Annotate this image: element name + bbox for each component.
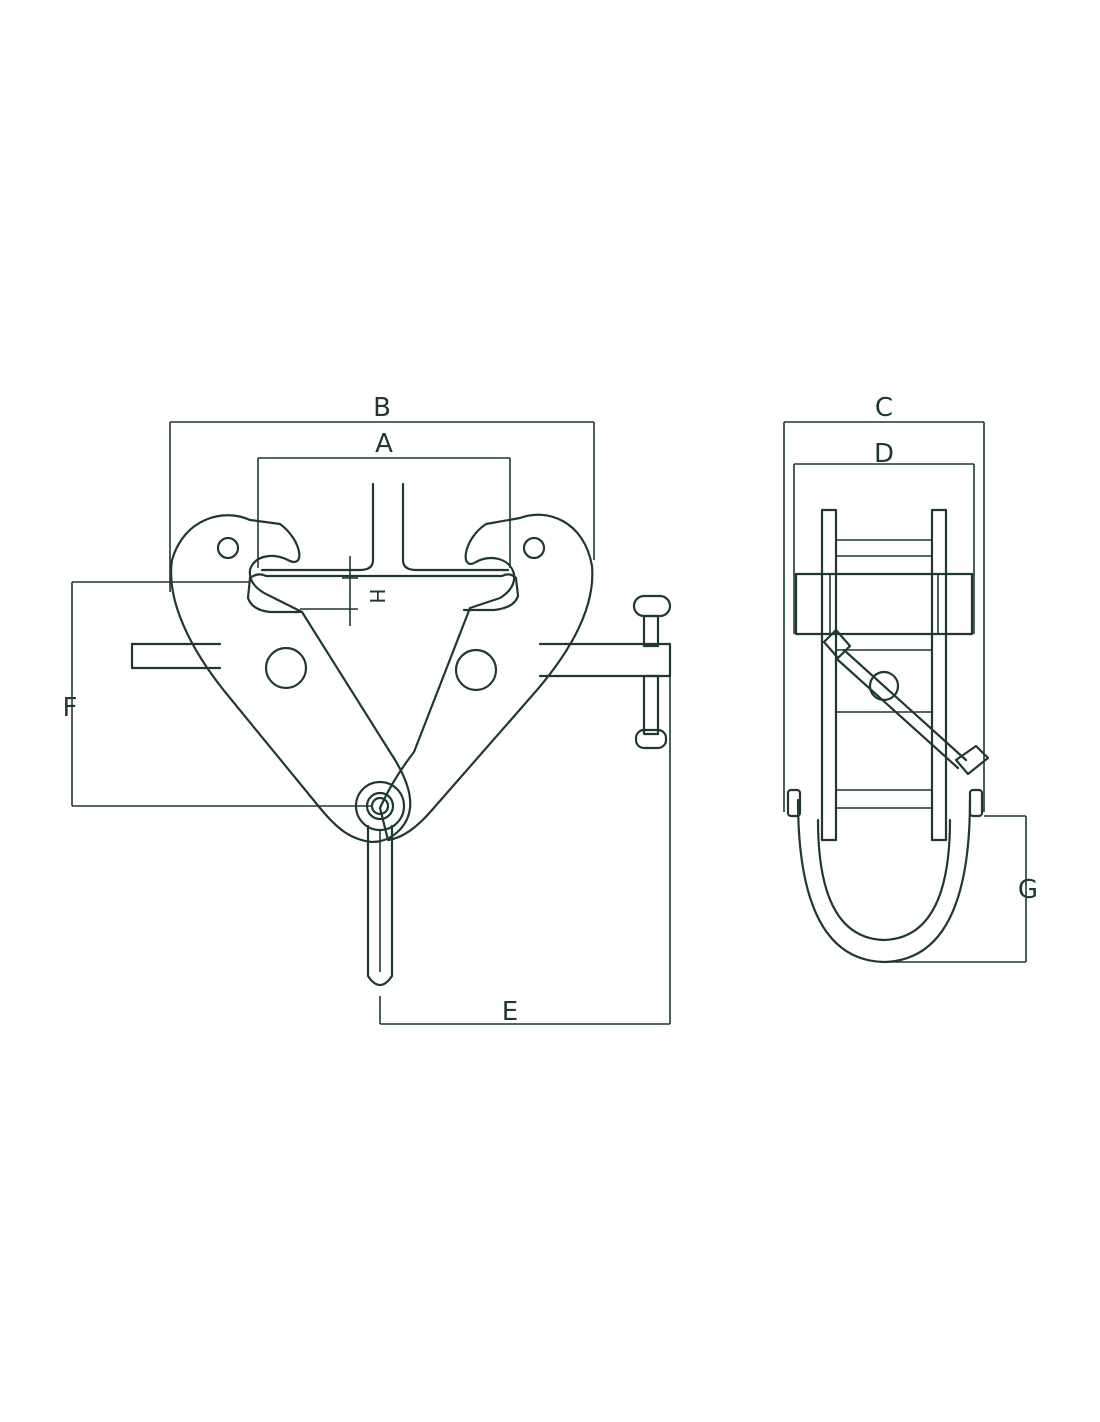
dimension-a-label: A [375,429,393,459]
dimension-f-label: F [63,693,78,723]
side-plates [820,508,948,842]
lifting-link [366,824,394,987]
side-shackle [796,798,972,964]
side-screw [822,628,990,776]
dimension-g: G [884,815,1038,963]
dimension-h-label: H [365,588,389,603]
dimension-h: H [300,556,389,626]
right-jaw [378,513,594,842]
dimension-b-label: B [373,393,391,423]
spindle-bar [130,642,672,678]
dimension-c: C [783,393,985,812]
left-jaw [170,514,412,844]
side-roller [794,572,974,636]
front-view: B A H [63,393,672,1027]
side-pin [786,788,984,818]
dimension-b: B [169,393,595,592]
dimension-a: A [257,429,511,568]
dimension-d: D [793,439,975,634]
dimension-f: F [63,581,372,807]
dimension-c-label: C [875,393,893,423]
side-view: C D [783,393,1038,964]
dimension-g-label: G [1018,875,1038,905]
dimension-d-label: D [874,439,894,469]
dimension-e: E [379,646,671,1027]
beam-profile [248,482,518,580]
adjusting-screw [632,594,672,750]
dimension-e-label: E [502,997,518,1027]
